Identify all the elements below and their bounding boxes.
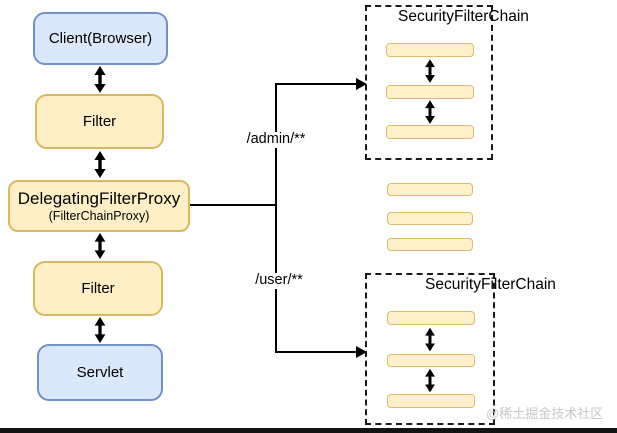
connector-line-user — [275, 351, 357, 353]
connector-line-admin — [275, 83, 357, 85]
filter-slot-bar — [387, 212, 473, 225]
user-route-label: /user/** — [233, 272, 325, 289]
servlet-box: Servlet — [37, 344, 163, 401]
security-filter-chain-bottom-title: SecurityFilterChain — [425, 276, 556, 293]
filter-slot-bar — [386, 43, 474, 57]
double-arrow-icon — [425, 100, 435, 124]
delegating-filter-proxy-label: DelegatingFilterProxy — [17, 189, 181, 209]
double-arrow-icon — [425, 327, 435, 352]
client-browser-box: Client(Browser) — [33, 12, 168, 65]
double-arrow-icon — [94, 66, 106, 93]
filter-slot-bar — [386, 85, 474, 99]
filter-slot-bar — [387, 394, 475, 408]
filter-top-label: Filter — [82, 112, 117, 130]
filter-slot-bar — [387, 354, 475, 367]
delegating-filter-proxy-box: DelegatingFilterProxy (FilterChainProxy) — [8, 180, 190, 232]
filter-slot-bar — [387, 183, 473, 196]
admin-route-label: /admin/** — [230, 131, 322, 148]
connector-line-main — [190, 204, 276, 206]
double-arrow-icon — [425, 368, 435, 393]
client-browser-label: Client(Browser) — [48, 29, 153, 47]
filter-slot-bar — [387, 238, 473, 251]
security-filter-chain-top-title: SecurityFilterChain — [398, 8, 529, 25]
bottom-divider-bar — [0, 428, 617, 433]
filter-slot-bar — [387, 311, 475, 325]
double-arrow-icon — [94, 233, 106, 259]
double-arrow-icon — [94, 317, 106, 343]
arrowhead-right-icon — [356, 78, 367, 90]
watermark-text: @稀土掘金技术社区 — [486, 406, 604, 421]
filter-top-box: Filter — [35, 94, 164, 149]
filter-chain-proxy-sublabel: (FilterChainProxy) — [48, 208, 150, 223]
connector-line-vertical — [275, 83, 277, 353]
filter-bottom-label: Filter — [81, 279, 115, 297]
filter-slot-bar — [386, 125, 474, 139]
servlet-label: Servlet — [76, 363, 124, 381]
double-arrow-icon — [425, 59, 435, 83]
arrowhead-right-icon — [356, 346, 367, 358]
security-filter-chain-bottom-box — [365, 273, 495, 425]
security-filter-chain-top-box — [365, 5, 493, 160]
double-arrow-icon — [94, 151, 106, 178]
filter-bottom-box: Filter — [33, 261, 163, 316]
